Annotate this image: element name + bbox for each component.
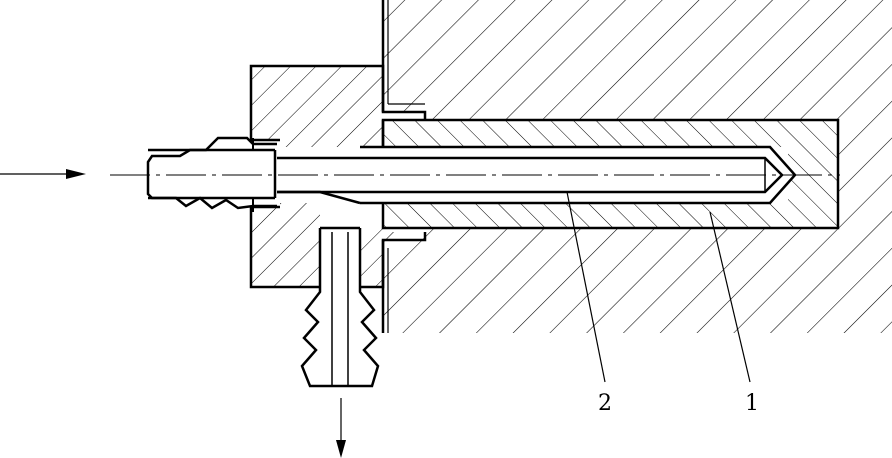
- inlet-hose-barb: [146, 136, 277, 212]
- leader-line-2: [566, 191, 606, 383]
- inlet-flow-arrow: [0, 169, 86, 179]
- part-label-2: 2: [598, 391, 612, 416]
- outlet-flow-arrow: [336, 398, 346, 458]
- leader-line-1: [709, 211, 751, 383]
- part-label-1: 1: [745, 391, 759, 416]
- outlet-hose-barb: [300, 226, 380, 388]
